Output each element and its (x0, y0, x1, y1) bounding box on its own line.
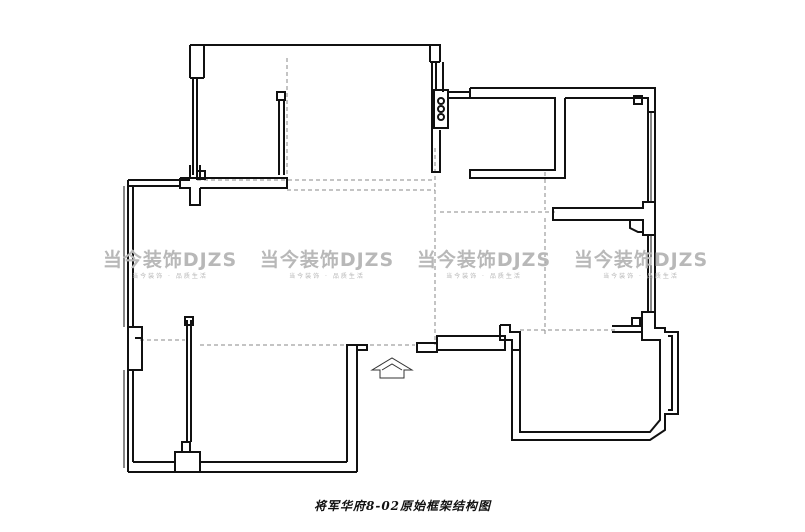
watermark-brand: 当今装饰DJZS (416, 249, 552, 271)
watermark-brand: 当今装饰DJZS (259, 249, 395, 271)
entrance-arrow-icon (370, 357, 414, 379)
watermark: 当今装饰DJZS 当今装饰 · 品质生活 (95, 247, 245, 285)
window-lines (123, 112, 652, 468)
watermark-tagline: 当今装饰 · 品质生活 (603, 273, 679, 280)
walls (127, 44, 679, 473)
watermark-tagline: 当今装饰 · 品质生活 (446, 273, 522, 280)
watermark: 当今装饰DJZS 当今装饰 · 品质生活 (566, 247, 716, 285)
drawing-caption: 将军华府8-02原始框架结构图 (313, 499, 492, 513)
watermark-brand: 当今装饰DJZS (102, 249, 238, 271)
watermark-tagline: 当今装饰 · 品质生活 (289, 273, 365, 280)
watermark: 当今装饰DJZS 当今装饰 · 品质生活 (252, 247, 402, 285)
beam-lines (140, 58, 615, 346)
watermark: 当今装饰DJZS 当今装饰 · 品质生活 (409, 247, 559, 285)
watermark-tagline: 当今装饰 · 品质生活 (132, 273, 208, 280)
watermark-brand: 当今装饰DJZS (573, 249, 709, 271)
